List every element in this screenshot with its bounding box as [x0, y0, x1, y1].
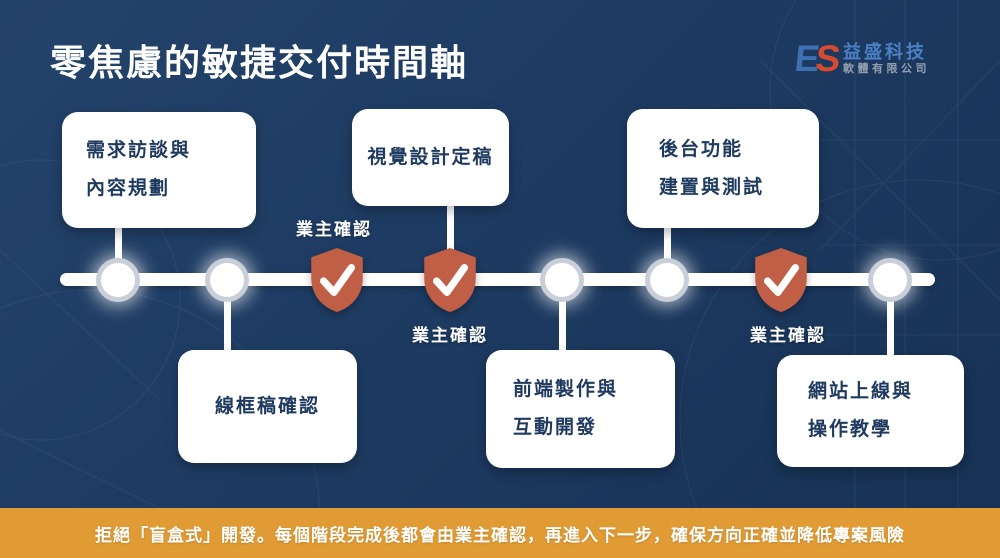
- stage-card-line: 互動開發: [513, 417, 598, 438]
- checkpoint-label-1: 業主確認: [296, 220, 372, 239]
- stage-card-line: 需求訪談與: [86, 140, 192, 161]
- stage-card-line: 後台功能: [659, 138, 744, 160]
- stage-card-launch: 網站上線與 操作教學: [777, 355, 964, 467]
- stage-card-line: 建置與測試: [659, 176, 765, 198]
- stage-card-line: 網站上線與: [808, 381, 914, 402]
- shield-check-icon-1: [311, 248, 363, 312]
- stage-card-backend: 後台功能 建置與測試: [627, 109, 819, 228]
- timeline-node-3: [540, 258, 584, 302]
- logo-company-name: 益盛科技: [843, 41, 927, 62]
- timeline-node-5: [868, 258, 912, 302]
- connector-card2: [447, 205, 454, 255]
- stage-card-frontend: 前端製作與 互動開發: [486, 350, 675, 468]
- stage-card-line: 操作教學: [808, 419, 893, 440]
- stage-card-line: 前端製作與: [513, 379, 619, 400]
- stage-card-requirements: 需求訪談與 內容規劃: [62, 112, 256, 228]
- stage-card-wireframe: 線框稿確認: [178, 350, 357, 463]
- stage-card-line: 視覺設計定稿: [367, 146, 494, 168]
- timeline-node-1: [96, 258, 140, 302]
- logo-es-mark-icon: ES: [792, 38, 839, 79]
- page-title: 零焦慮的敏捷交付時間軸: [50, 42, 469, 83]
- connector-card4: [224, 284, 231, 352]
- stage-card-line: 線框稿確認: [214, 395, 320, 417]
- shield-check-icon-3: [755, 248, 807, 312]
- connector-card5: [559, 284, 566, 352]
- company-logo: ES 益盛科技 軟體有限公司: [792, 38, 930, 79]
- stage-card-line: 內容規劃: [86, 178, 171, 199]
- checkpoint-label-3: 業主確認: [750, 326, 826, 345]
- timeline-node-2: [205, 258, 249, 302]
- timeline-node-4: [645, 258, 689, 302]
- shield-check-icon-2: [424, 248, 476, 312]
- logo-text-block: 益盛科技 軟體有限公司: [843, 42, 930, 75]
- banner-text: 拒絕「盲盒式」開發。每個階段完成後都會由業主確認，再進入下一步，確保方向正確並降…: [95, 525, 905, 545]
- connector-card6: [887, 284, 894, 357]
- logo-company-subtitle: 軟體有限公司: [843, 62, 930, 75]
- connector-card3: [664, 227, 671, 277]
- connector-card1: [115, 226, 122, 276]
- timeline-axis: [60, 273, 935, 286]
- checkpoint-label-2: 業主確認: [412, 326, 488, 345]
- bottom-banner: 拒絕「盲盒式」開發。每個階段完成後都會由業主確認，再進入下一步，確保方向正確並降…: [0, 508, 1000, 558]
- stage-card-visual-design: 視覺設計定稿: [352, 109, 509, 206]
